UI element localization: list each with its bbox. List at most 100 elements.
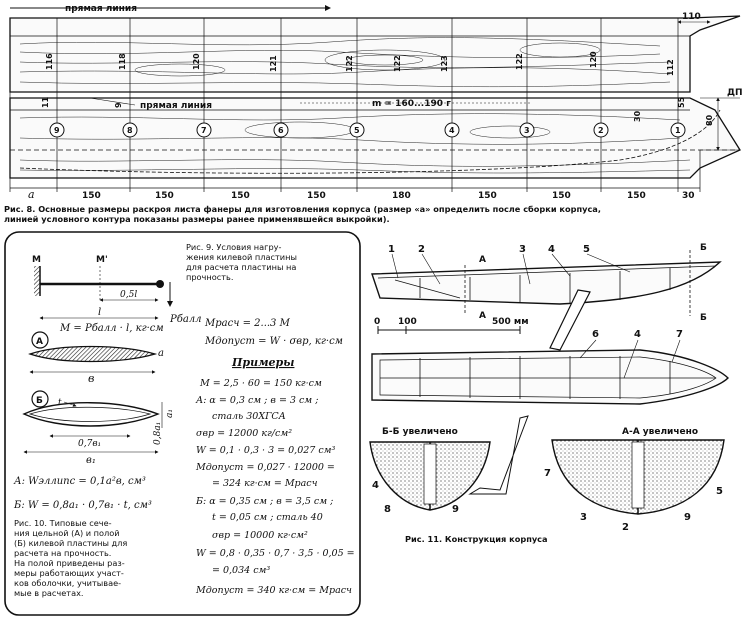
dim-110: 110 xyxy=(682,12,701,22)
svg-text:150: 150 xyxy=(478,191,497,201)
svg-text:ния цельной (А) и полой: ния цельной (А) и полой xyxy=(14,528,120,538)
svg-text:в: в xyxy=(88,372,94,385)
svg-text:ков оболочки, учитывае-: ков оболочки, учитывае- xyxy=(14,578,121,588)
svg-text:t = 0,05 см ; сталь 40: t = 0,05 см ; сталь 40 xyxy=(212,512,323,523)
svg-text:Mдопуст = 340 кг·см = Mрасч: Mдопуст = 340 кг·см = Mрасч xyxy=(195,585,352,596)
svg-text:жения килевой пластины: жения килевой пластины xyxy=(186,252,297,262)
wood-grain-lower xyxy=(19,113,691,174)
ballast-weight xyxy=(156,280,164,288)
svg-text:9: 9 xyxy=(54,126,60,135)
straight-line-mid-label: прямая линия xyxy=(140,101,212,111)
svg-text:Б: Б xyxy=(700,313,707,323)
svg-text:(Б) килевой пластины для: (Б) килевой пластины для xyxy=(14,538,127,548)
fig9-10-frame xyxy=(4,231,361,616)
svg-text:8: 8 xyxy=(384,504,391,515)
svg-text:2: 2 xyxy=(418,244,425,255)
keel-stand xyxy=(468,415,529,495)
svg-text:3: 3 xyxy=(580,512,587,523)
svg-text:На полой приведены раз-: На полой приведены раз- xyxy=(14,558,125,568)
svg-text:Б: Б xyxy=(700,243,707,253)
label-05l: 0,5l xyxy=(120,290,137,300)
svg-text:4: 4 xyxy=(634,329,641,340)
svg-text:= 324 кг·см = Mрасч: = 324 кг·см = Mрасч xyxy=(212,478,318,489)
svg-text:5: 5 xyxy=(354,126,360,135)
fig8-caption-1: Рис. 8. Основные размеры раскроя листа ф… xyxy=(4,204,601,214)
svg-text:500 мм: 500 мм xyxy=(492,317,529,327)
fig11-plan-view: 6 7 4 xyxy=(371,329,729,405)
svg-text:t: t xyxy=(58,398,62,408)
svg-text:0,7в₁: 0,7в₁ xyxy=(78,439,101,449)
fig10-keel-sections: А a в Б t a₁ 0,8a₁ 0,7в₁ в₁ А: Wэллипс =… xyxy=(13,331,175,598)
svg-text:Рис. 9. Условия нагру-: Рис. 9. Условия нагру- xyxy=(186,242,282,252)
svg-text:0,8a₁: 0,8a₁ xyxy=(153,422,163,445)
svg-text:123: 123 xyxy=(440,55,449,72)
mass-label: m = 160...190 г xyxy=(372,99,451,109)
svg-text:120: 120 xyxy=(589,51,598,68)
svg-text:4: 4 xyxy=(548,244,555,255)
svg-text:А-А увеличено: А-А увеличено xyxy=(622,427,698,437)
section-AA: А-А увеличено 7 2 5 3 9 xyxy=(544,427,725,533)
fig8-caption-2: линией условного контура показаны размер… xyxy=(4,214,390,224)
svg-text:150: 150 xyxy=(231,191,250,201)
svg-text:a₁: a₁ xyxy=(165,409,175,418)
svg-text:= 0,034 см³: = 0,034 см³ xyxy=(212,565,270,576)
svg-text:W = 0,8 · 0,35 · 0,7 · 3,5 · 0: W = 0,8 · 0,35 · 0,7 · 3,5 · 0,05 = xyxy=(196,548,355,559)
svg-text:120: 120 xyxy=(192,53,201,70)
svg-text:112: 112 xyxy=(666,59,675,76)
hull-side-outline xyxy=(371,261,722,305)
svg-text:Б: Б xyxy=(36,396,43,406)
label-l: l xyxy=(98,307,101,318)
svg-text:6: 6 xyxy=(278,126,284,135)
keel-fin xyxy=(549,289,591,351)
frame-number-circles: 9 8 7 6 5 4 3 2 1 xyxy=(49,122,686,138)
svg-text:150: 150 xyxy=(552,191,571,201)
svg-text:122: 122 xyxy=(515,53,524,70)
svg-text:0: 0 xyxy=(374,317,380,327)
svg-text:4: 4 xyxy=(449,126,455,135)
svg-text:W = 0,1 · 0,3 · 3 = 0,027 см³: W = 0,1 · 0,3 · 3 = 0,027 см³ xyxy=(196,445,336,456)
section-BB: Б-Б увеличено 4 8 9 xyxy=(369,427,491,515)
height-dimensions: 116 118 120 121 122 122 123 122 120 112 xyxy=(45,51,675,76)
svg-text:150: 150 xyxy=(307,191,326,201)
svg-text:80: 80 xyxy=(705,114,714,126)
svg-text:Mдопуст = 0,027 · 12000 =: Mдопуст = 0,027 · 12000 = xyxy=(195,462,335,473)
svg-text:сталь 30ХГСА: сталь 30ХГСА xyxy=(212,411,286,422)
svg-text:30: 30 xyxy=(633,110,642,122)
svg-text:9: 9 xyxy=(114,102,123,108)
svg-text:Б: α = 0,35 см ; в = 3,5 см: Б: α = 0,35 см ; в = 3,5 см ; xyxy=(195,496,333,507)
fig11-caption: Рис. 11. Конструкция корпуса xyxy=(405,534,548,544)
label-Mprime: M' xyxy=(96,255,108,265)
hollow-keel-section xyxy=(22,402,160,427)
fig11-side-view: А А Б Б 1 2 3 4 5 0 100 500 мм xyxy=(371,243,722,351)
svg-text:a: a xyxy=(28,188,35,201)
formula-M: M = Pбалл · l, кг·см xyxy=(59,323,164,334)
dp-label: ДП xyxy=(727,88,743,98)
svg-text:в₁: в₁ xyxy=(86,455,96,466)
svg-text:122: 122 xyxy=(393,55,402,72)
lower-sheet-outline xyxy=(9,97,741,179)
label-M: M xyxy=(32,255,41,265)
svg-text:1: 1 xyxy=(675,126,681,135)
svg-text:3: 3 xyxy=(519,244,526,255)
svg-text:9: 9 xyxy=(452,504,459,515)
svg-text:расчета на прочность.: расчета на прочность. xyxy=(14,548,111,558)
M-allow: Mдопуст = W · σвр, кг·см xyxy=(204,336,343,347)
formula-B: Б: W = 0,8a₁ · 0,7в₁ · t, см³ xyxy=(13,500,152,511)
svg-text:А: А xyxy=(36,337,43,347)
svg-text:8: 8 xyxy=(127,126,133,135)
examples-title: Примеры xyxy=(231,356,294,369)
svg-text:5: 5 xyxy=(583,244,590,255)
fig9-loading-scheme: M M' 0,5l l Pбалл M = Pбалл · l, кг·см Р… xyxy=(32,242,355,596)
svg-text:σвр = 10000 кг·см²: σвр = 10000 кг·см² xyxy=(212,530,308,541)
wood-grain-upper xyxy=(19,37,671,88)
svg-text:меры работающих участ-: меры работающих участ- xyxy=(14,568,124,578)
svg-text:9: 9 xyxy=(684,512,691,523)
frame-stations xyxy=(9,18,701,192)
svg-text:7: 7 xyxy=(676,329,683,340)
svg-text:7: 7 xyxy=(544,468,551,479)
svg-text:А: α = 0,3 см ; в = 3 см ;: А: α = 0,3 см ; в = 3 см ; xyxy=(195,395,318,406)
svg-text:А: А xyxy=(479,255,486,265)
svg-text:118: 118 xyxy=(118,53,127,70)
svg-text:11: 11 xyxy=(41,96,50,108)
